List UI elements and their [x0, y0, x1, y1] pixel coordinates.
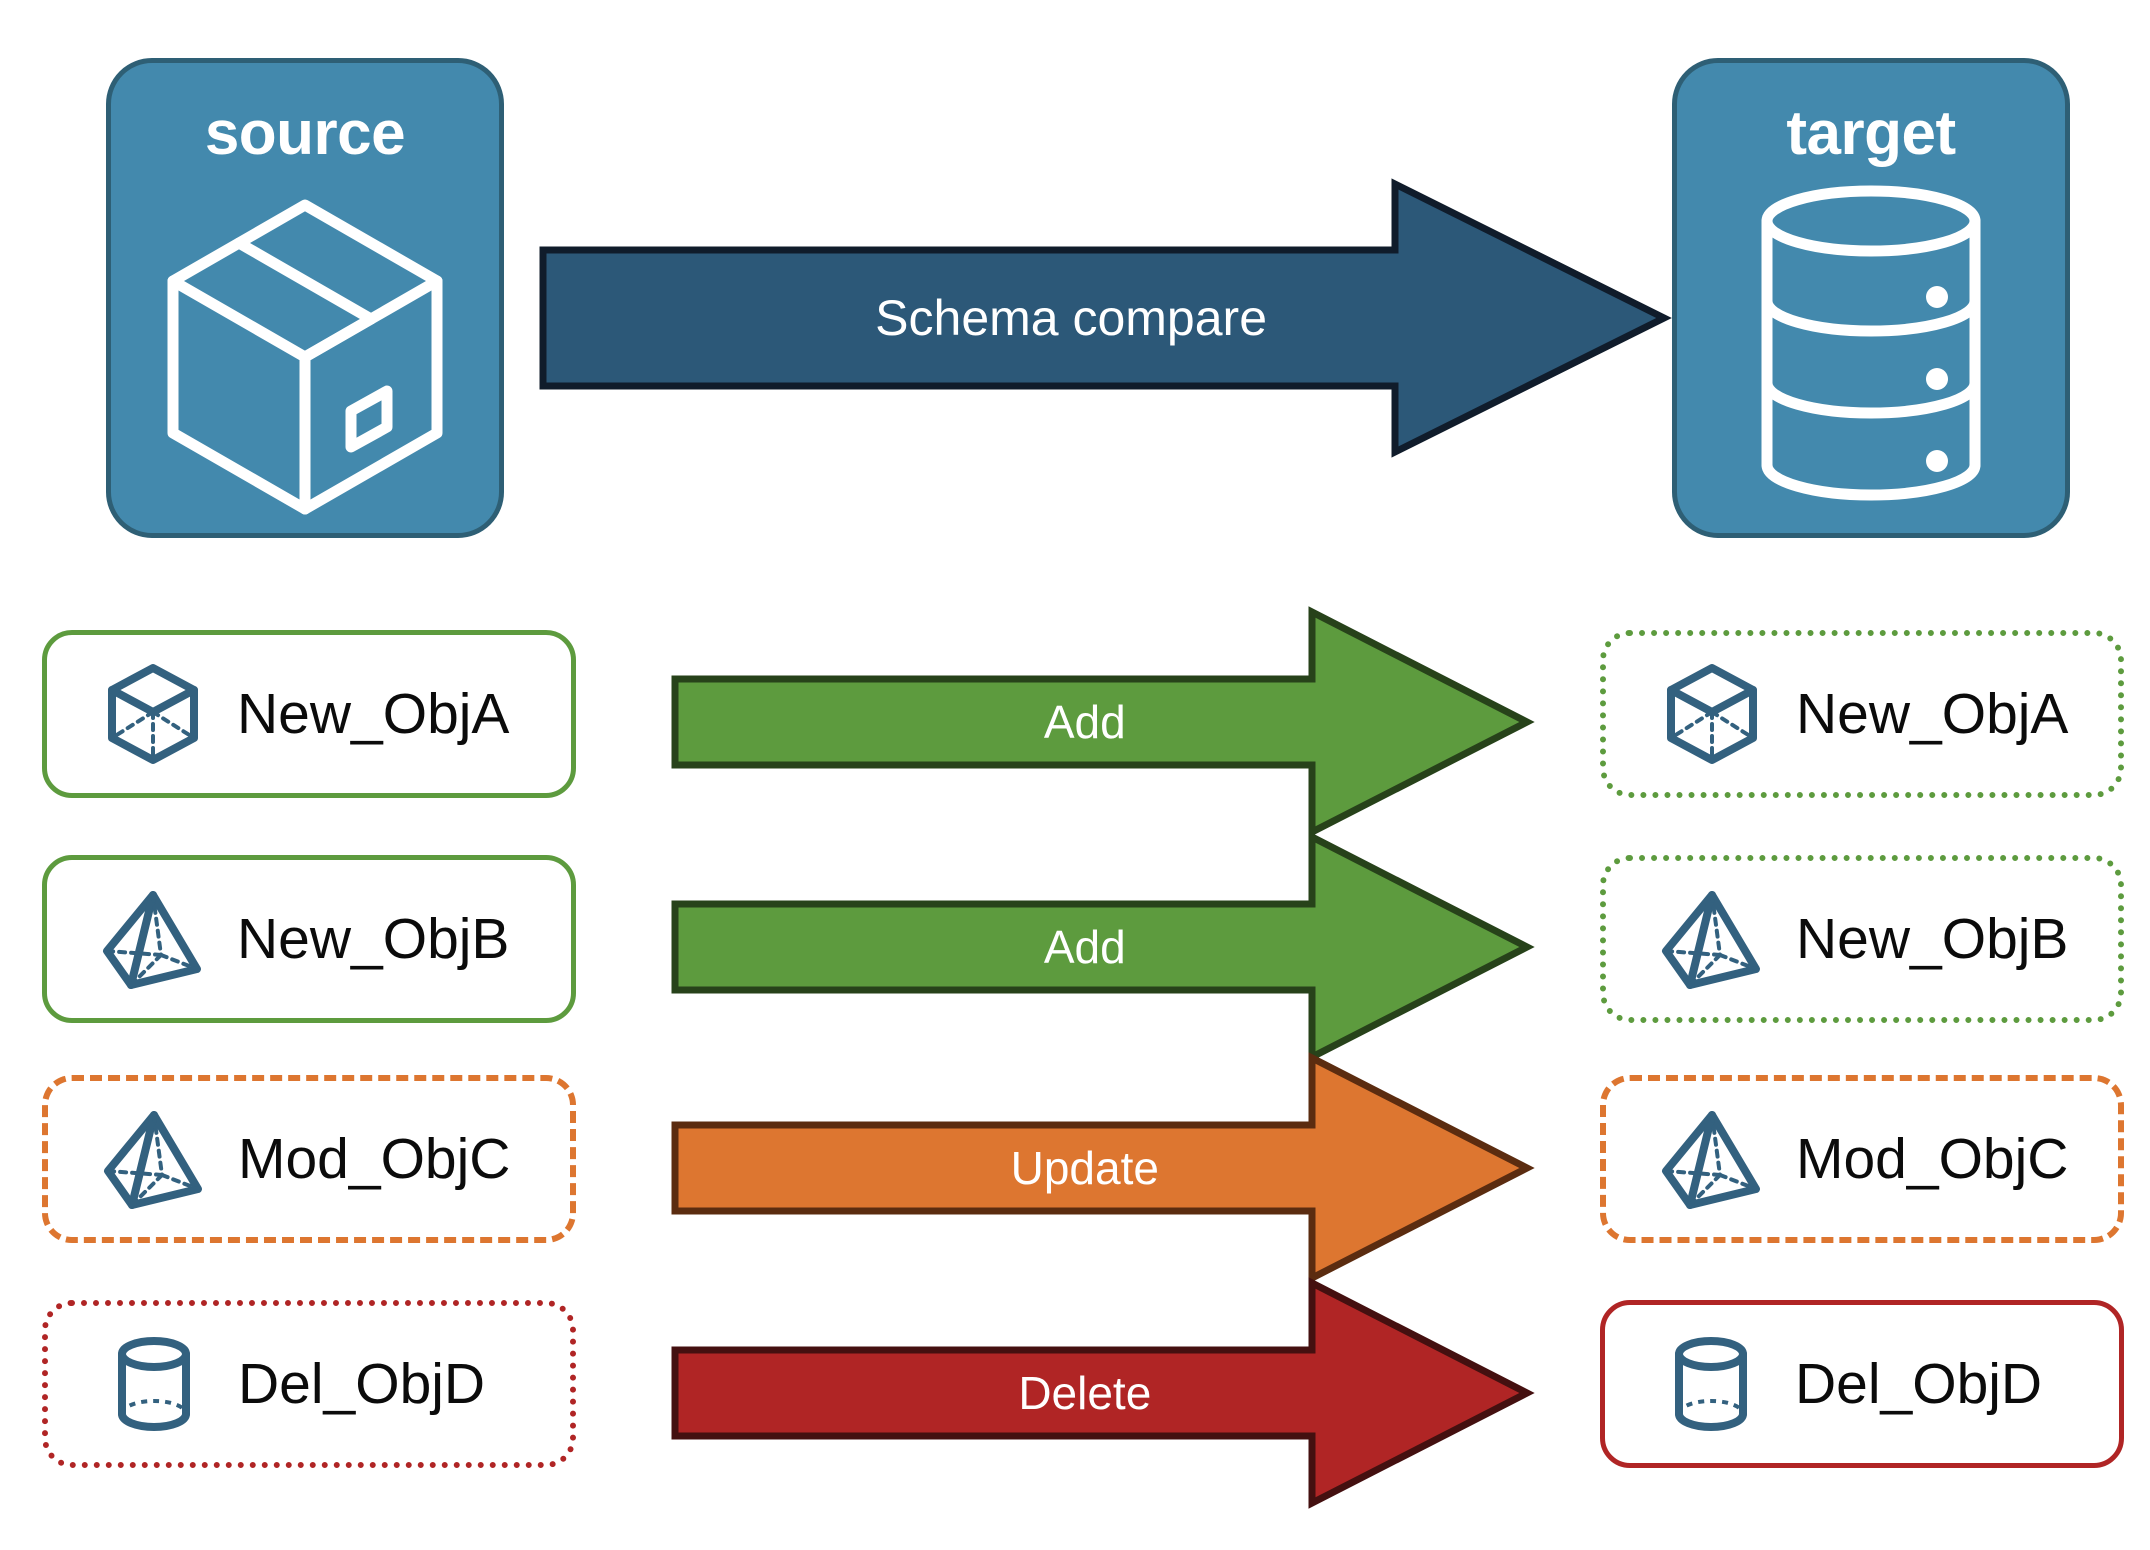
wireframe-pyramid-icon: [100, 1105, 208, 1213]
target-object-card-new-objb[interactable]: New_ObjB: [1600, 855, 2124, 1023]
wireframe-cube-icon: [1658, 660, 1766, 768]
source-object-card-new-obja[interactable]: New_ObjA: [42, 630, 576, 798]
delete-arrow[interactable]: Delete: [671, 1277, 1535, 1509]
target-object-label: New_ObjA: [1796, 681, 2069, 746]
source-object-label: New_ObjA: [237, 681, 510, 746]
source-object-label: New_ObjB: [237, 906, 510, 971]
package-box-icon: [155, 183, 455, 515]
right-arrow-icon: [671, 831, 1535, 1063]
source-object-card-new-objb[interactable]: New_ObjB: [42, 855, 576, 1023]
source-object-label: Del_ObjD: [238, 1351, 486, 1416]
right-arrow-icon: [671, 606, 1535, 838]
wireframe-cube-icon: [99, 660, 207, 768]
schema-compare-arrow[interactable]: Schema compare: [539, 178, 1672, 458]
target-endpoint-card[interactable]: target: [1672, 58, 2070, 538]
source-title: source: [204, 99, 406, 168]
wireframe-pyramid-icon: [1658, 885, 1766, 993]
source-object-card-del-objd[interactable]: Del_ObjD: [42, 1300, 576, 1468]
update-arrow[interactable]: Update: [671, 1052, 1535, 1284]
right-arrow-icon: [671, 1052, 1535, 1284]
target-object-label: Mod_ObjC: [1796, 1126, 2069, 1191]
add-arrow-row-2[interactable]: Add: [671, 831, 1535, 1063]
source-object-label: Mod_ObjC: [238, 1126, 511, 1191]
right-arrow-icon: [539, 178, 1672, 458]
source-object-card-mod-objc[interactable]: Mod_ObjC: [42, 1075, 576, 1243]
target-object-label: Del_ObjD: [1795, 1351, 2043, 1416]
target-object-card-del-objd[interactable]: Del_ObjD: [1600, 1300, 2124, 1468]
source-endpoint-card[interactable]: source: [106, 58, 504, 538]
right-arrow-icon: [671, 1277, 1535, 1509]
target-object-card-mod-objc[interactable]: Mod_ObjC: [1600, 1075, 2124, 1243]
wireframe-pyramid-icon: [1658, 1105, 1766, 1213]
database-cylinder-icon: [1751, 183, 1991, 503]
add-arrow-row-1[interactable]: Add: [671, 606, 1535, 838]
wireframe-cylinder-icon: [100, 1330, 208, 1438]
target-object-label: New_ObjB: [1796, 906, 2069, 971]
target-title: target: [1786, 99, 1956, 168]
wireframe-cylinder-icon: [1657, 1330, 1765, 1438]
wireframe-pyramid-icon: [99, 885, 207, 993]
target-object-card-new-obja[interactable]: New_ObjA: [1600, 630, 2124, 798]
